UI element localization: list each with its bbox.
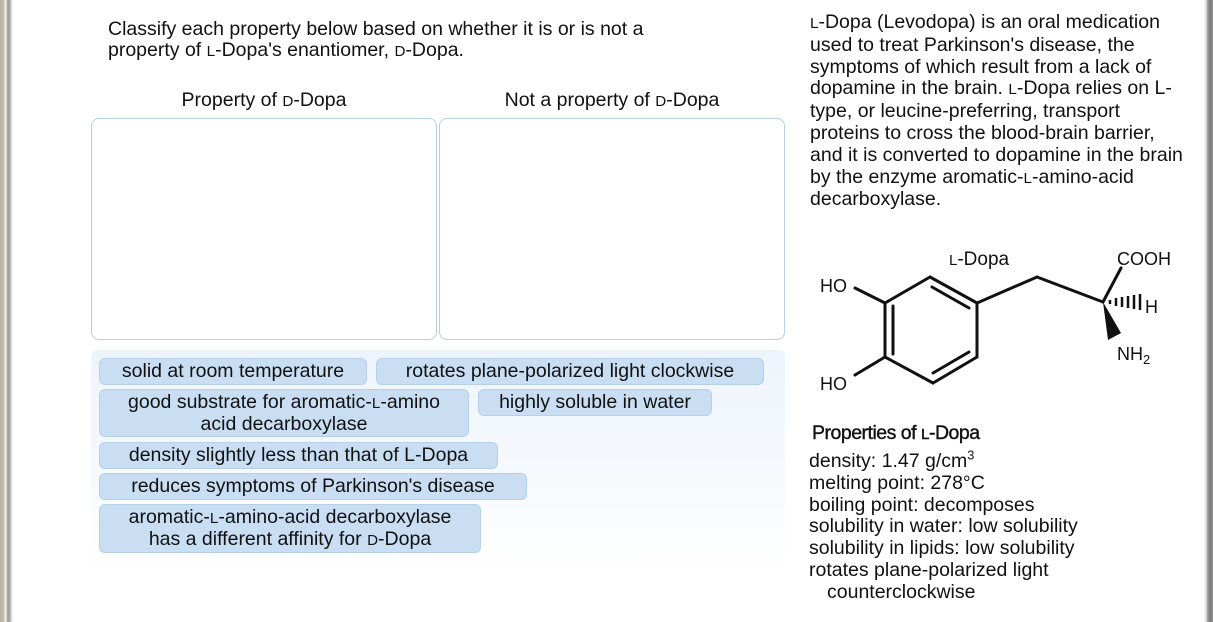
window-border-right <box>1204 0 1213 622</box>
property-boiling-point: boiling point: decomposes <box>809 493 1035 516</box>
svg-text:HO: HO <box>820 276 847 296</box>
chip-good-substrate[interactable]: good substrate for aromatic-l-amino acid… <box>99 389 469 437</box>
svg-text:COOH: COOH <box>1117 249 1171 269</box>
properties-title: Properties of l-Dopa <box>812 422 980 444</box>
property-density: density: 1.47 g/cm3 <box>809 448 975 472</box>
property-rotation-cont: counterclockwise <box>827 580 976 603</box>
window-border-left <box>0 0 13 622</box>
chip-rotates-clockwise[interactable]: rotates plane-polarized light clockwise <box>376 358 764 385</box>
column-header-property: Property of d-Dopa <box>181 89 347 111</box>
property-rotation: rotates plane-polarized light <box>809 558 1049 581</box>
property-solubility-lipids: solubility in lipids: low solubility <box>809 537 1075 560</box>
l-dopa-description: l-Dopa (Levodopa) is an oral medication … <box>810 11 1183 211</box>
column-header-not-property: Not a property of d-Dopa <box>504 89 720 111</box>
chip-different-affinity[interactable]: aromatic-l-amino-acid decarboxylase has … <box>99 504 481 553</box>
instructions-line-1: Classify each property below based on wh… <box>108 18 644 40</box>
svg-text:H: H <box>1145 297 1158 317</box>
properties-list: density: 1.47 g/cm3 melting point: 278°C… <box>809 448 1129 604</box>
dropzone-not-property-of-d-dopa[interactable] <box>439 118 785 340</box>
chip-solid-at-room-temperature[interactable]: solid at room temperature <box>99 358 367 385</box>
property-solubility-water: solubility in water: low solubility <box>809 515 1078 538</box>
structure-title: l-Dopa <box>949 249 1010 270</box>
instructions: Classify each property below based on wh… <box>108 19 748 62</box>
property-melting-point: melting point: 278°C <box>809 471 985 494</box>
chip-reduces-symptoms[interactable]: reduces symptoms of Parkinson's disease <box>99 473 527 500</box>
svg-text:HO: HO <box>820 374 847 394</box>
l-dopa-structure-diagram: l-Dopa <box>805 240 1185 400</box>
dropzone-property-of-d-dopa[interactable] <box>91 118 437 340</box>
chip-density-less[interactable]: density slightly less than that of L-Dop… <box>99 442 498 469</box>
svg-text:NH2: NH2 <box>1117 344 1150 367</box>
instructions-line-2: property of l-Dopa's enantiomer, d-Dopa. <box>108 39 464 61</box>
chip-highly-soluble-in-water[interactable]: highly soluble in water <box>478 389 712 416</box>
